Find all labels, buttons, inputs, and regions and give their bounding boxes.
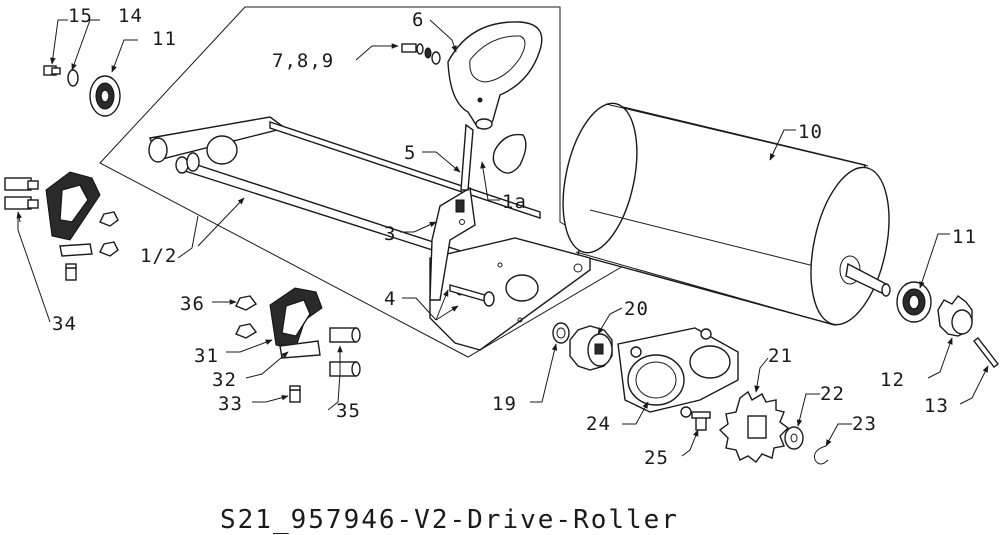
callout-15: 15 <box>68 5 93 27</box>
callout-12: 12 <box>880 369 905 391</box>
callout-20: 20 <box>624 298 649 320</box>
leader-lines <box>16 19 989 457</box>
callout-7-8-9: 7,8,9 <box>272 50 334 72</box>
callout-1a: 1a <box>502 191 527 213</box>
callout-24: 24 <box>586 413 611 435</box>
housing-bolt <box>691 411 711 431</box>
callout-33: 33 <box>218 393 243 415</box>
callout-31: 31 <box>194 345 219 367</box>
callout-4: 4 <box>384 288 396 310</box>
drive-sprocket <box>718 390 790 463</box>
flat-washer <box>784 426 804 450</box>
callout-34: 34 <box>52 313 77 335</box>
circlip <box>814 445 829 465</box>
callout-1-2: 1/2 <box>140 245 177 267</box>
callout-21: 21 <box>768 345 793 367</box>
callout-10: 10 <box>798 121 823 143</box>
callout-35: 35 <box>336 400 361 422</box>
handle-grip <box>447 21 543 130</box>
callout-11-right: 11 <box>952 226 977 248</box>
callout-19: 19 <box>492 393 517 415</box>
clamp-bracket-lower <box>235 287 361 403</box>
lever-bracket <box>429 123 476 301</box>
callout-13: 13 <box>924 395 949 417</box>
roller-drum <box>562 102 891 326</box>
frame-axle-assembly <box>148 116 591 351</box>
screw-washer-set <box>401 43 441 65</box>
callout-32: 32 <box>212 369 237 391</box>
roller-sprocket <box>937 295 973 337</box>
callout-14: 14 <box>118 5 143 27</box>
bolt-washer-bearing-upper <box>43 65 121 117</box>
callout-11-upper: 11 <box>152 28 177 50</box>
knob-cap <box>492 133 527 174</box>
callout-5: 5 <box>404 142 416 164</box>
gearbox-housing <box>617 327 739 418</box>
roll-pin <box>973 337 999 368</box>
spacer-ring <box>552 322 570 344</box>
callout-23: 23 <box>852 413 877 435</box>
callout-36: 36 <box>180 293 205 315</box>
callout-25: 25 <box>644 447 669 469</box>
callout-6: 6 <box>412 9 424 31</box>
callout-22: 22 <box>820 383 845 405</box>
callout-3: 3 <box>384 223 396 245</box>
bearing-right <box>896 281 932 323</box>
diagram-caption: S21_957946-V2-Drive-Roller <box>220 505 679 535</box>
clamp-bracket-left <box>4 171 119 281</box>
pinion-sprocket <box>569 325 613 371</box>
